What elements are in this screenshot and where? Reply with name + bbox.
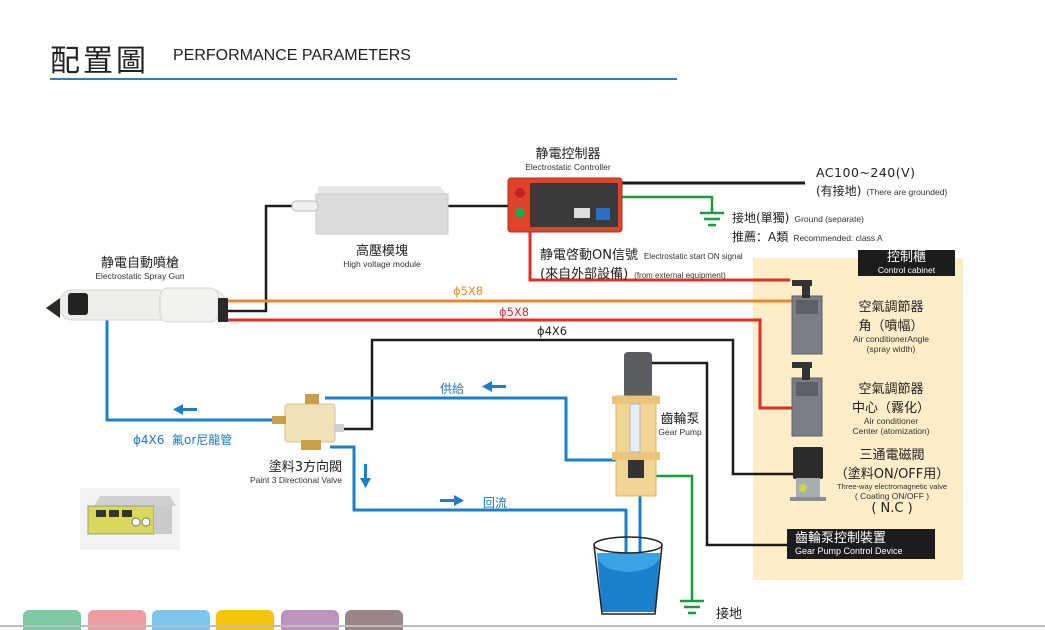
controller-label: 静電控制器 Electrostatic Controller xyxy=(508,143,628,172)
hv-module-label: 高壓模塊 High voltage module xyxy=(320,240,444,269)
ground-sep-en: Ground (separate) xyxy=(794,214,864,224)
bucket-ground-label: 接地 xyxy=(716,607,743,622)
start-signal-label: 静電啓動ON信號 Electrostatic start ON signal (… xyxy=(540,244,743,282)
gear-pump-cn: 齒輪泵 xyxy=(660,412,700,427)
return-label: 回流 xyxy=(483,496,508,510)
solenoid-valve-label: 三通電磁閥 （塗料ON/OFF用） Three-way electromagne… xyxy=(826,444,958,516)
control-cabinet-en: Control cabinet xyxy=(877,265,936,275)
arrow-left-gun xyxy=(173,404,197,415)
reg-center-cn-2: 中心（霧化） xyxy=(851,401,930,416)
blue-gun-pipe-label: ϕ4X6 氟or尼龍管 xyxy=(133,433,233,447)
blue-supply-pipe xyxy=(325,396,642,578)
start-signal-cn-1: 静電啓動ON信號 xyxy=(540,248,638,263)
arrow-right-return xyxy=(440,495,464,506)
arrow-down-return xyxy=(360,464,371,488)
red-air-pipe xyxy=(228,318,793,410)
reg-center-en-2: Center (atomization) xyxy=(852,426,930,436)
air-regulator-angle-image xyxy=(791,280,823,355)
paint-valve-image xyxy=(272,394,344,450)
gear-pump-image xyxy=(612,352,660,497)
spray-gun-label-en: Electrostatic Spray Gun xyxy=(95,271,185,281)
footer-rule xyxy=(0,625,1045,627)
air-regulator-angle-label: 空氣調節器 角（噴幅） Air conditionerAngle (spray … xyxy=(832,296,950,354)
start-signal-en-2: (from external equipment) xyxy=(634,271,726,280)
pump-ground-wire xyxy=(650,474,694,600)
control-cabinet-panel xyxy=(753,258,963,580)
gear-pump-controller-thumbnail xyxy=(80,488,180,550)
solenoid-en-2: ( Coating ON/OFF ) xyxy=(854,491,930,501)
ground-separate-label: 接地(單獨) Ground (separate) 推薦：A類 Recommend… xyxy=(732,207,883,245)
solenoid-en-3: ( N.C ) xyxy=(871,501,913,516)
power-grounded-en: (There are grounded) xyxy=(866,187,948,197)
air-regulator-center-image xyxy=(791,362,823,437)
page-title-en: PERFORMANCE PARAMETERS xyxy=(173,47,411,64)
control-cabinet-cn: 控制櫃 xyxy=(886,250,926,265)
ground-sep-cn: 接地(單獨) xyxy=(732,211,790,225)
solenoid-cn-1: 三通電磁閥 xyxy=(859,448,925,463)
power-voltage: AC100~240(V) xyxy=(816,165,916,180)
start-signal-cn-2: (來自外部設備) xyxy=(540,267,629,282)
black-pipe-label: ϕ4X6 xyxy=(537,324,568,338)
reg-angle-cn-2: 角（噴幅） xyxy=(858,319,924,334)
power-grounded-cn: (有接地) xyxy=(816,184,862,198)
controller-image xyxy=(507,177,623,233)
blue-return-pipe xyxy=(330,445,628,578)
reg-angle-cn-1: 空氣調節器 xyxy=(858,300,924,315)
reg-angle-en-2: (spray width) xyxy=(866,344,916,354)
hv-module-image xyxy=(291,186,449,235)
ground-rec-en: Recommended: class A xyxy=(793,233,883,243)
hv-module-label-cn: 高壓模塊 xyxy=(355,244,408,259)
reg-center-en-1: Air conditioner xyxy=(863,416,919,426)
gun-to-hv-wire xyxy=(228,204,292,313)
solenoid-valve-image xyxy=(790,447,826,501)
footer-tab-1[interactable] xyxy=(23,610,81,630)
ground-rec-cn: 推薦：A類 xyxy=(732,230,789,244)
paint-bucket-image xyxy=(593,536,663,615)
footer-tab-4[interactable] xyxy=(216,610,274,630)
control-cabinet-header: 控制櫃 Control cabinet xyxy=(858,250,955,276)
footer-tab-6[interactable] xyxy=(345,610,403,630)
start-signal-en-1: Electrostatic start ON signal xyxy=(643,252,743,261)
paint-valve-label: 塗料3方向閥 Paint 3 Directional Valve xyxy=(230,456,342,485)
solenoid-en-1: Three-way electromagnetic valve xyxy=(836,482,948,491)
valve-signal-wire xyxy=(343,338,793,476)
power-label: AC100~240(V) (有接地) (There are grounded) xyxy=(816,165,947,199)
red-pipe-label: ϕ5X8 xyxy=(499,305,530,319)
controller-label-en: Electrostatic Controller xyxy=(525,162,611,172)
paint-valve-cn: 塗料3方向閥 xyxy=(268,460,342,475)
reg-center-cn-1: 空氣調節器 xyxy=(858,382,924,397)
title-underline xyxy=(50,78,677,80)
gear-pump-control-cn: 齒輪泵控制裝置 xyxy=(795,531,887,546)
orange-pipe-label: ϕ5X8 xyxy=(453,284,484,298)
controller-label-cn: 静電控制器 xyxy=(535,147,601,162)
ground-symbol-controller xyxy=(700,211,724,227)
solenoid-cn-2: （塗料ON/OFF用） xyxy=(834,467,950,482)
reg-angle-en-1: Air conditionerAngle xyxy=(852,334,930,344)
page-title-cn: 配置圖 xyxy=(50,44,149,79)
hv-module-label-en: High voltage module xyxy=(343,259,421,269)
footer-tab-3[interactable] xyxy=(152,610,210,630)
supply-label: 供給 xyxy=(440,382,465,396)
gear-pump-en: Gear Pump xyxy=(658,427,702,437)
spray-gun-label-cn: 静電自動噴槍 xyxy=(100,256,179,271)
air-regulator-center-label: 空氣調節器 中心（霧化） Air conditioner Center (ato… xyxy=(832,378,950,436)
controller-ground-wire xyxy=(620,195,714,212)
gear-pump-control-en: Gear Pump Control Device xyxy=(795,546,903,556)
paint-valve-en: Paint 3 Directional Valve xyxy=(250,475,342,485)
arrow-left-supply xyxy=(482,381,506,392)
start-signal-wire xyxy=(528,232,790,282)
footer-tab-2[interactable] xyxy=(88,610,146,630)
spray-gun-image xyxy=(46,287,228,323)
pump-control-wire xyxy=(650,361,790,547)
spray-gun-label: 静電自動噴槍 Electrostatic Spray Gun xyxy=(80,252,200,281)
footer-tab-5[interactable] xyxy=(281,610,339,630)
ground-symbol-pump xyxy=(680,599,704,615)
gear-pump-label: 齒輪泵 Gear Pump xyxy=(650,408,710,437)
gear-pump-control-device: 齒輪泵控制裝置 Gear Pump Control Device xyxy=(787,529,935,559)
